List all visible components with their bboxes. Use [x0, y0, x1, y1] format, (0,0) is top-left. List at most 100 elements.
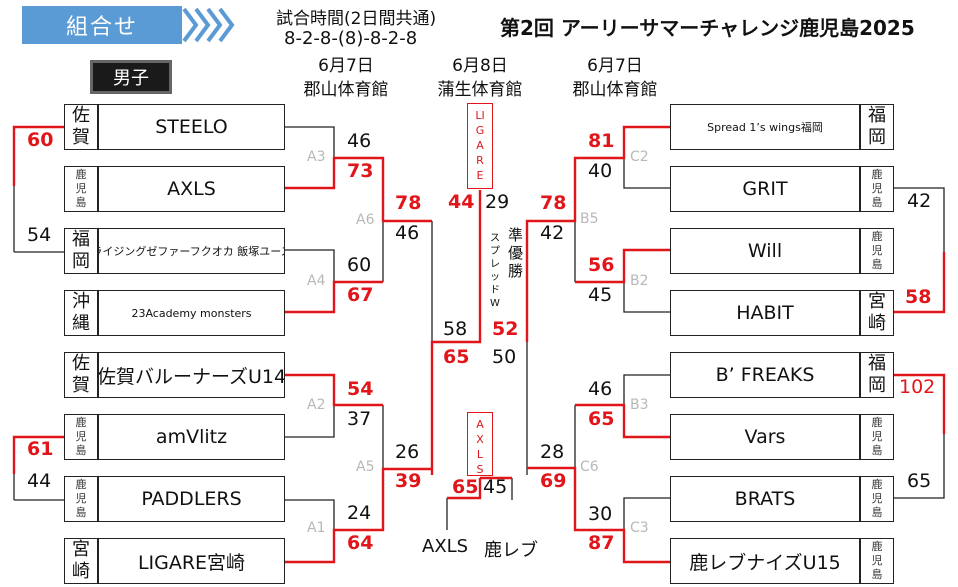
badge-label: 組合せ [65, 15, 138, 40]
score: 39 [395, 470, 422, 492]
score: 64 [347, 532, 374, 554]
wire [285, 405, 335, 438]
team-name-cell: Spread 1’s wings福岡 [670, 104, 860, 150]
wire [893, 187, 945, 252]
venue-right-name: 郡山体育館 [572, 80, 658, 100]
venue-center-date: 6月8日 [452, 56, 508, 76]
score: 24 [347, 502, 372, 524]
third-place-right-team: 鹿レブ [484, 540, 538, 561]
game-code-a3: A3 [307, 149, 326, 165]
team-name-cell: ライジングゼファーフクオカ 飯塚ユース [98, 228, 285, 274]
prefecture-cell: 鹿 児 島 [860, 538, 894, 584]
score: 45 [588, 284, 613, 306]
prefecture-cell: 沖 縄 [64, 290, 98, 336]
wire [430, 190, 482, 475]
team-name-cell: Vars [670, 414, 860, 460]
prefecture-cell: 鹿 児 島 [64, 414, 98, 460]
score: 65 [588, 408, 615, 430]
time-value: 8-2-8-(8)-8-2-8 [284, 28, 418, 49]
score: 46 [347, 130, 372, 152]
team-name-cell: LIGARE宮崎 [98, 538, 285, 584]
venue-left-name: 郡山体育館 [303, 80, 389, 100]
score: 46 [395, 222, 420, 244]
score: 45 [483, 476, 508, 498]
team-name-cell: AXLS [98, 166, 285, 212]
score: 78 [395, 192, 422, 214]
team-name-cell: Will [670, 228, 860, 274]
wire [893, 252, 946, 314]
game-code-a6: A6 [356, 212, 375, 228]
prefecture-cell: 福 岡 [64, 228, 98, 274]
venue-center: 6月8日 蒲生体育館 [430, 54, 530, 102]
score: 42 [907, 190, 932, 212]
team-name-cell: 佐賀バルーナーズU14 [98, 352, 285, 398]
prefecture-cell: 鹿 児 島 [860, 476, 894, 522]
team-name-cell: STEELO [98, 104, 285, 150]
game-code-c6: C6 [580, 459, 599, 475]
score: 65 [443, 346, 470, 368]
game-code-a2: A2 [307, 397, 326, 413]
champion-name: LIGARE [475, 109, 485, 182]
runner-up-label: 準優勝 [508, 226, 524, 280]
wire [893, 434, 945, 499]
prefecture-cell: 宮 崎 [64, 538, 98, 584]
wire [285, 156, 432, 223]
category-badge: 組合せ [22, 6, 182, 44]
runner-up-name: スプレッドW [490, 233, 500, 309]
score: 58 [443, 318, 468, 340]
venue-left-date: 6月7日 [318, 56, 374, 76]
wire [623, 374, 670, 405]
venue-left: 6月7日 郡山体育館 [296, 54, 396, 102]
prefecture-cell: 鹿 児 島 [860, 414, 894, 460]
score: 50 [492, 346, 517, 368]
score: 54 [27, 224, 52, 246]
score: 60 [27, 129, 54, 151]
score: 26 [395, 441, 420, 463]
prefecture-cell: 佐 賀 [64, 104, 98, 150]
wire [893, 373, 946, 434]
venue-right: 6月7日 郡山体育館 [565, 54, 665, 102]
champion-label: LIGARE [467, 103, 493, 189]
venue-center-name: 蒲生体育館 [437, 80, 523, 100]
wire [285, 373, 383, 407]
time-label: 試合時間(2日間共通) [276, 9, 437, 29]
prefecture-cell: 福 岡 [860, 104, 894, 150]
wire [285, 499, 335, 530]
wire [285, 249, 335, 282]
score: 37 [347, 408, 372, 430]
score: 67 [347, 284, 374, 306]
wire [285, 280, 383, 314]
score: 65 [907, 470, 932, 492]
wire [623, 282, 670, 313]
score: 65 [452, 476, 479, 498]
score: 58 [905, 286, 932, 308]
score: 69 [540, 470, 567, 492]
team-name-cell: PADDLERS [98, 476, 285, 522]
team-name-cell: amVlitz [98, 414, 285, 460]
score: 78 [540, 192, 567, 214]
wire [575, 248, 670, 284]
team-name-cell: HABIT [670, 290, 860, 336]
prefecture-cell: 鹿 児 島 [64, 476, 98, 522]
score: 60 [347, 254, 372, 276]
score: 29 [485, 191, 510, 213]
score: 40 [588, 160, 613, 182]
score: 30 [588, 503, 613, 525]
game-code-a1: A1 [307, 520, 326, 536]
wire [12, 435, 64, 474]
score: 46 [588, 378, 613, 400]
prefecture-cell: 鹿 児 島 [64, 166, 98, 212]
gender-category: 男子 [90, 60, 172, 94]
score: 73 [347, 160, 374, 182]
team-name-cell: 23Academy monsters [98, 290, 285, 336]
score: 81 [588, 130, 615, 152]
wire [285, 126, 335, 158]
wire [525, 125, 670, 342]
wire [527, 466, 670, 564]
game-code-c2: C2 [630, 149, 649, 165]
chevron-arrows-icon [182, 6, 238, 44]
tournament-title: 第2回 アーリーサマーチャレンジ鹿児島2025 [500, 16, 915, 40]
score: 56 [588, 254, 615, 276]
team-name-cell: 鹿レブナイズU15 [670, 538, 860, 584]
